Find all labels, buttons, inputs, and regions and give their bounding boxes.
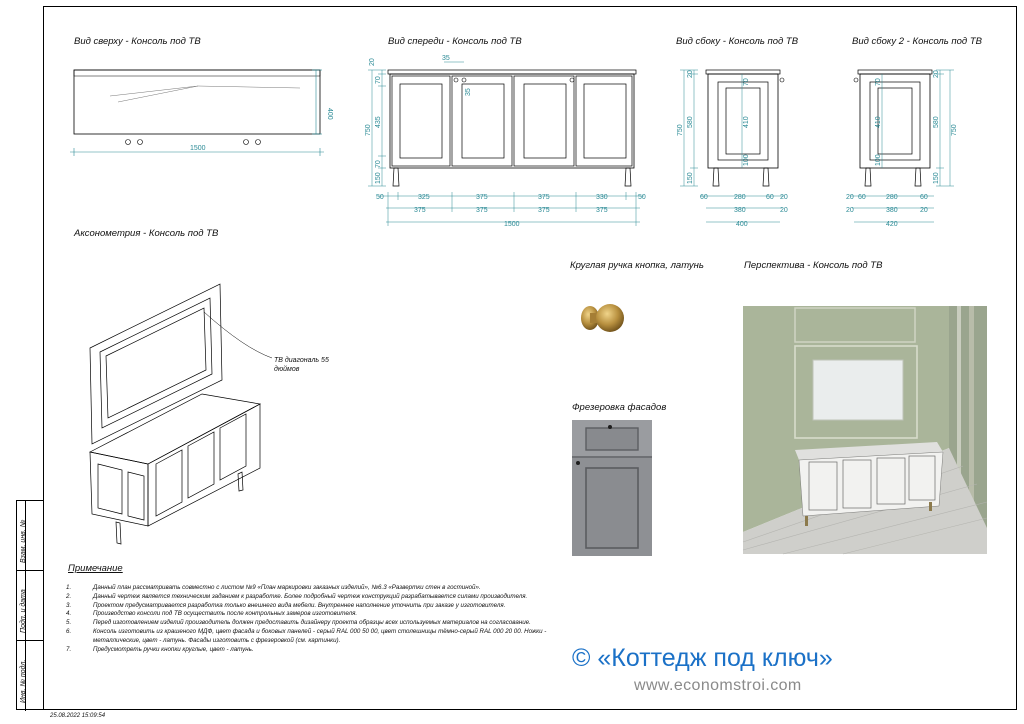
dim-side-depth: 400: [736, 221, 748, 228]
stamp-replace-inv: Взам. инв. №: [20, 519, 27, 563]
dim-side2-row2-1: 380: [886, 207, 898, 214]
top-view-drawing: 1500 400: [70, 69, 333, 156]
stamp-column: Взам. инв. № Подп. и дата Инв. № подл.: [16, 500, 43, 711]
dim-side2-total: 750: [951, 124, 958, 136]
front-view-drawing: 20 70 435 70 150 750 35 35 50 325 375 37…: [365, 55, 646, 228]
dim-front-bottom-2: 375: [538, 207, 550, 214]
dim-side-row1-3: 20: [780, 194, 788, 201]
dim-side2-row2-0: 20: [846, 207, 854, 214]
dim-side2-row1-1: 60: [858, 194, 866, 201]
note-item: 5.Перед изготовлением изделий производит…: [66, 619, 531, 627]
note-item: 4.Производство консоли под ТВ осуществит…: [66, 610, 358, 618]
dim-front-leg-5: 50: [638, 194, 646, 201]
title-side-view-2: Вид сбоку 2 - Консоль под ТВ: [852, 36, 982, 47]
title-top-view: Вид сверху - Консоль под ТВ: [74, 36, 201, 47]
dim-front-h4: 70: [375, 160, 382, 168]
dim-side2-right-0: 20: [933, 70, 940, 78]
stamp-sign-date: Подп. и дата: [20, 589, 27, 633]
dim-side-total: 750: [677, 124, 684, 136]
title-axonometry: Аксонометрия - Консоль под ТВ: [74, 228, 219, 239]
dim-side-inner-0: 70: [743, 78, 750, 86]
side-view-2-drawing: 70 410 100 20 580 150 750 20 60 280 60 2…: [846, 69, 958, 228]
note-item: 6.Консоль изготовить из крашеного МДФ, ц…: [66, 627, 547, 644]
dim-side2-inner-0: 70: [875, 78, 882, 86]
facade-milling-image: [572, 420, 652, 556]
dim-front-bottom-0: 375: [414, 207, 426, 214]
note-item: 2.Данный чертеж является техническим зад…: [66, 592, 528, 600]
watermark-url: www.economstroi.com: [634, 677, 802, 694]
dim-front-h2: 70: [375, 76, 382, 84]
notes-title: Примечание: [68, 563, 123, 574]
dim-side2-inner-2: 100: [875, 154, 882, 166]
sheet-frame: [43, 6, 1017, 710]
footer-date: 25.08.2022 15:09:54: [50, 713, 106, 719]
dim-side-left-1: 580: [687, 116, 694, 128]
dim-side-row2-0: 380: [734, 207, 746, 214]
note-item: 3.Проектом предусматривается разработка …: [66, 601, 506, 609]
dim-front-leg-2: 375: [476, 194, 488, 201]
axonometry-drawing: [88, 283, 273, 545]
dim-front-leg-3: 375: [538, 194, 550, 201]
tv-callout: ТВ диагональ 55 дюймов: [274, 357, 329, 373]
title-milling: Фрезеровка фасадов: [572, 402, 667, 413]
dim-front-leg-0: 50: [376, 194, 384, 201]
dim-side-inner-2: 100: [743, 154, 750, 166]
dim-side2-row2-2: 20: [920, 207, 928, 214]
notes-list: 1.Данный план рассматривать совместно с …: [66, 584, 576, 654]
dim-side2-depth: 420: [886, 221, 898, 228]
dim-front-total: 1500: [504, 221, 520, 228]
dim-side2-row1-3: 60: [920, 194, 928, 201]
title-perspective: Перспектива - Консоль под ТВ: [744, 260, 883, 271]
dim-side2-row1-0: 20: [846, 194, 854, 201]
perspective-render: [742, 306, 988, 555]
stamp-inv-original: Инв. № подл.: [20, 659, 27, 703]
dim-front-leg-1: 325: [418, 194, 430, 201]
dim-top-width: 1500: [190, 145, 206, 152]
dim-side-inner-1: 410: [743, 116, 750, 128]
dim-side-left-0: 20: [687, 70, 694, 78]
dim-side2-inner-1: 410: [875, 116, 882, 128]
watermark-brand: © «Коттедж под ключ»: [572, 644, 833, 672]
dim-front-bottom-1: 375: [476, 207, 488, 214]
title-side-view: Вид сбоку - Консоль под ТВ: [676, 36, 799, 47]
dim-side-row1-1: 280: [734, 194, 746, 201]
dim-side-row1-2: 60: [766, 194, 774, 201]
dim-front-handle-offset: 35: [442, 55, 450, 62]
title-front-view: Вид спереди - Консоль под ТВ: [388, 36, 522, 47]
dim-front-h5: 150: [375, 172, 382, 184]
dim-side2-right-1: 580: [933, 116, 940, 128]
dim-side-row2-1: 20: [780, 207, 788, 214]
note-item: 7.Предусмотреть ручки кнопки круглые, цв…: [66, 645, 254, 653]
dim-front-handle-drop: 35: [465, 88, 472, 96]
dim-front-h3: 435: [375, 116, 382, 128]
dim-front-leg-4: 330: [596, 194, 608, 201]
dim-front-height-total: 750: [365, 124, 372, 136]
title-handle: Круглая ручка кнопка, латунь: [570, 260, 704, 271]
dim-side2-right-2: 150: [933, 172, 940, 184]
dim-side-left-2: 150: [687, 172, 694, 184]
dim-front-bottom-3: 375: [596, 207, 608, 214]
side-view-drawing: 20 580 150 750 70 410 100 60 280 60 20 3…: [677, 69, 788, 228]
dim-top-depth: 400: [326, 108, 333, 120]
dim-front-h1: 20: [369, 58, 376, 66]
dim-side-row1-0: 60: [700, 194, 708, 201]
brass-handle-image: [581, 304, 624, 332]
note-item: 1.Данный план рассматривать совместно с …: [66, 584, 481, 591]
dim-side2-row1-2: 280: [886, 194, 898, 201]
